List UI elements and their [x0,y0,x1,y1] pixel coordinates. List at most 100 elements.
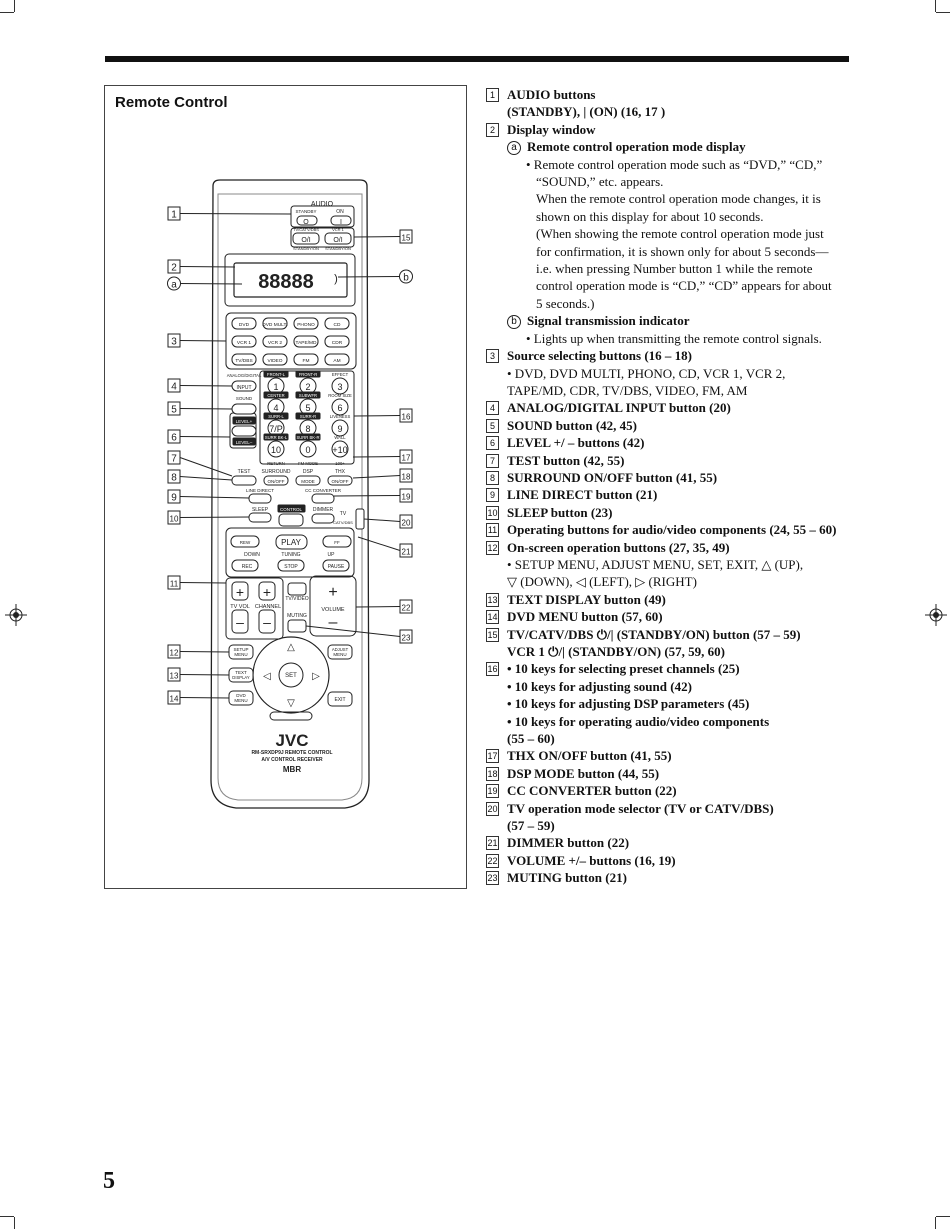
source-button[interactable] [262,317,288,330]
svg-text:12: 12 [170,649,179,658]
play-button[interactable] [275,534,308,550]
dimmer-button[interactable] [311,513,335,524]
control-button[interactable] [278,513,304,527]
leader-line [179,283,243,285]
mbr-logo: MBR [283,765,301,774]
ff-button[interactable] [322,535,352,548]
function-button[interactable] [295,475,321,486]
plus-icon: + [236,584,244,600]
callout-8: 8 [167,469,181,484]
source-button[interactable] [293,335,319,348]
input-button-label: INPUT [237,385,252,391]
leader-line [363,518,401,522]
rec-button[interactable] [231,559,259,572]
number-key-label: 7/P [269,424,283,434]
number-key[interactable] [331,419,349,437]
number-key[interactable] [331,398,349,416]
key-tag [263,370,289,378]
tv-mode-label: TV [340,511,347,517]
pause-label: PAUSE [328,564,345,570]
line-direct-button[interactable] [248,493,272,504]
leader-line [337,276,401,278]
plus-button[interactable] [231,581,249,601]
leader-line [355,606,401,608]
item-title: • 10 keys for selecting preset channels … [507,661,740,677]
rew-label: REW [240,540,251,545]
volume-label: VOLUME [321,607,345,613]
svg-text:4: 4 [171,382,177,393]
signal-indicator-icon: ) [334,273,338,285]
body-text: 5 seconds.) [536,295,595,311]
number-key[interactable] [331,377,349,395]
item-title: MUTING button (21) [507,870,627,886]
stop-button[interactable] [277,559,305,572]
thx-label: THX [335,469,346,475]
tv-mode-selector[interactable] [355,508,365,530]
source-button[interactable] [231,353,257,366]
source-button[interactable] [231,317,257,330]
function-button[interactable] [231,475,257,486]
sleep-button[interactable] [248,512,272,523]
standby-label: STANDBY [296,209,317,214]
sound-button[interactable] [231,403,257,415]
source-button-label: CD [334,322,341,328]
rew-button[interactable] [230,535,260,548]
dimmer-label: DIMMER [313,507,334,513]
source-button[interactable] [262,353,288,366]
number-key[interactable] [267,440,285,458]
source-button-label: VCR 2 [268,340,282,346]
stop-label: STOP [284,564,298,570]
source-button[interactable] [231,335,257,348]
source-button[interactable] [324,317,350,330]
tvcatv-label: TV/CATV/DBS [293,227,319,232]
legend-item: • 10 keys for operating audio/video comp… [486,713,856,730]
function-button[interactable] [327,475,353,486]
muting-label: MUTING [287,613,307,619]
tv-video-button[interactable] [287,582,307,596]
number-key[interactable] [299,440,317,458]
callout-16: 16 [399,408,413,423]
leader-line [179,651,230,653]
dsp-label: DSP [303,469,314,475]
plus-button[interactable] [258,581,276,601]
number-key-label: 5 [305,403,310,413]
leader-line [179,213,292,215]
legend-item: control operation mode is “CD,” “CD” app… [486,277,856,294]
svg-text:2: 2 [171,263,177,274]
text-display-label: TEXT [235,670,247,675]
source-button[interactable] [293,317,319,330]
source-button[interactable] [262,335,288,348]
page-number: 5 [103,1168,115,1194]
adjust-menu-button[interactable] [327,644,353,660]
level-plus-button[interactable] [231,425,257,437]
exit-button[interactable] [327,691,353,707]
cc-converter-button[interactable] [311,493,335,504]
minus-button[interactable] [258,609,276,634]
minus-button[interactable] [231,609,249,634]
number-key-label: 3 [337,382,342,392]
key-tag-label: WALL [334,435,346,440]
remote-control-panel: Remote Control [104,85,467,889]
muting-button[interactable] [287,619,307,633]
number-key[interactable] [331,440,349,458]
dvd-menu-label: MENU [234,698,247,703]
svg-text:9: 9 [171,493,177,504]
leader-line [353,236,401,238]
source-button[interactable] [324,353,350,366]
source-button[interactable] [293,353,319,366]
function-button[interactable] [263,475,289,486]
source-button[interactable] [324,335,350,348]
key-tag-label: FRONT-L [267,372,286,377]
item-title: SURROUND ON/OFF button (41, 55) [507,469,718,485]
remote-body [210,179,370,809]
legend-item: shown on this display for about 10 secon… [486,208,856,225]
legend-item: (55 – 60) [486,730,856,747]
pause-button[interactable] [322,559,350,572]
number-key-label: +10 [332,445,347,455]
fm-mode-label: FM MODE [298,461,318,466]
